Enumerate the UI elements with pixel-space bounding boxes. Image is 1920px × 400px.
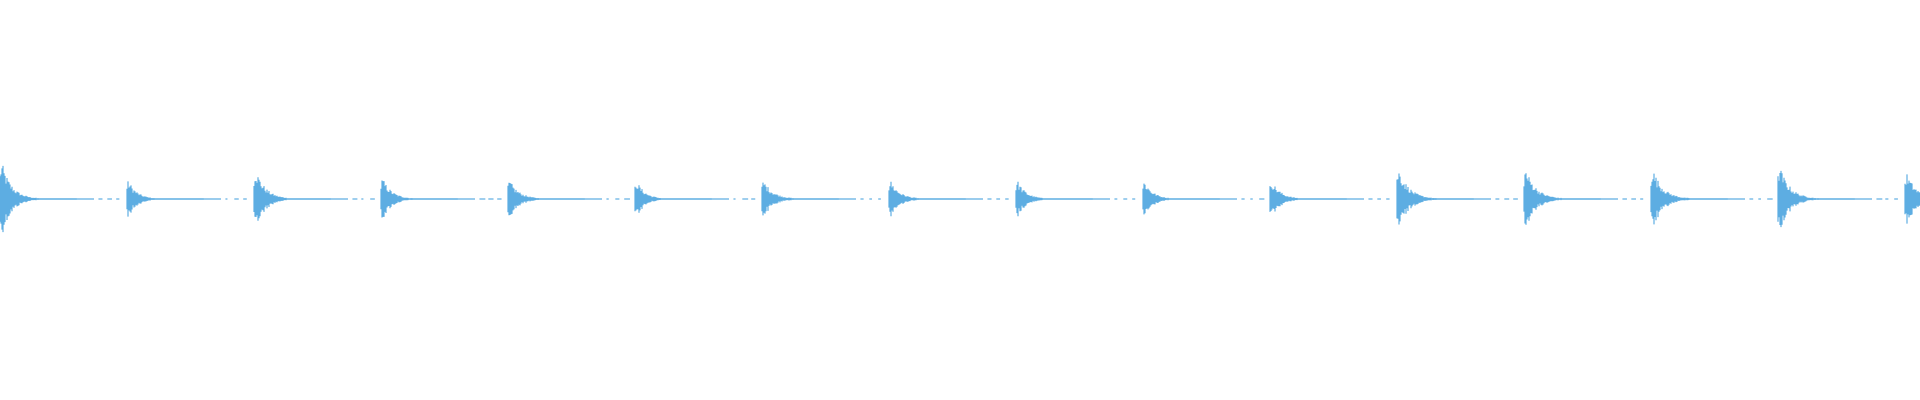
waveform-burst (126, 181, 247, 217)
waveform-burst (634, 185, 756, 213)
waveform-burst-body (126, 181, 204, 217)
waveform-burst-body (253, 177, 331, 221)
waveform-burst-body (1904, 174, 1920, 224)
waveform-burst (761, 182, 881, 216)
waveform-burst-body (1142, 183, 1220, 215)
waveform-burst-body (380, 180, 458, 218)
waveform-burst (1142, 183, 1265, 215)
waveform-burst (1904, 174, 1920, 224)
waveform-burst (1015, 181, 1136, 217)
waveform-burst (507, 182, 630, 216)
waveform-burst (1396, 173, 1518, 225)
waveform-burst-body (1777, 170, 1855, 228)
waveform-burst-body (888, 181, 966, 217)
waveform-burst (1269, 186, 1390, 212)
waveform-burst-body (634, 185, 712, 213)
waveform-burst-body (1015, 181, 1093, 217)
waveform-burst (253, 177, 375, 221)
waveform-burst (0, 165, 120, 233)
waveform-burst (1777, 170, 1898, 228)
waveform-burst-body (0, 165, 77, 233)
waveform-burst (1650, 173, 1773, 225)
waveform-burst (380, 180, 502, 218)
waveform-burst-body (1650, 173, 1728, 225)
waveform-burst (1523, 173, 1644, 225)
waveform-burst-body (1396, 173, 1474, 225)
waveform-burst-body (1269, 186, 1347, 212)
waveform-burst-body (1523, 173, 1601, 225)
waveform-burst (888, 181, 1009, 217)
waveform-burst-body (507, 182, 585, 216)
waveform-burst-body (761, 182, 839, 216)
